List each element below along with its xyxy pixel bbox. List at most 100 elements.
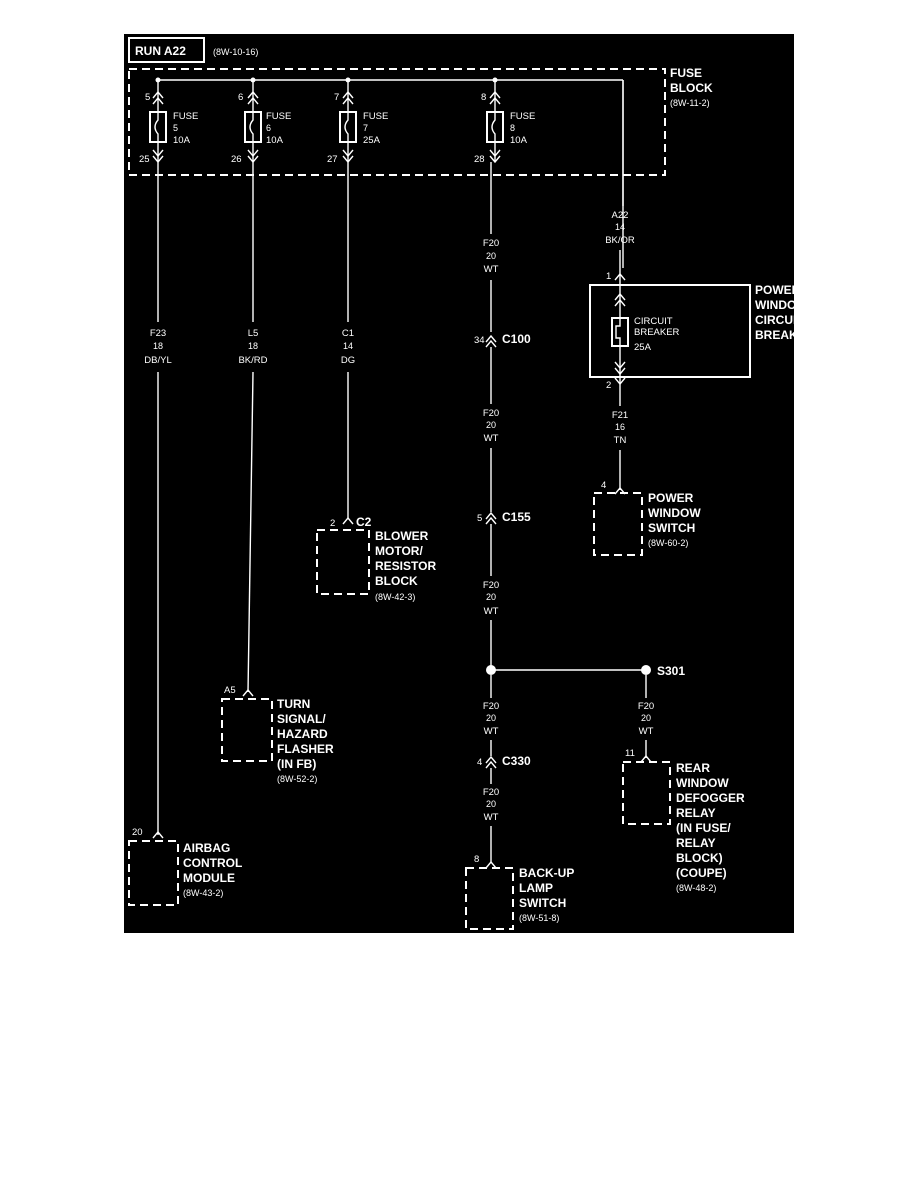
connector-c330-pin: 4 bbox=[477, 757, 482, 768]
wire-f20-a-gauge: 20 bbox=[486, 251, 496, 261]
diagram-background bbox=[124, 34, 794, 933]
breaker-pin-in: 1 bbox=[606, 271, 611, 282]
fuse-8-rating: 10A bbox=[510, 135, 528, 146]
wire-l5-gauge: 18 bbox=[248, 341, 258, 351]
connector-c155-name: C155 bbox=[502, 510, 531, 524]
breaker-title-1: POWER bbox=[755, 283, 801, 297]
blower-motor: 2 C2 BLOWER MOTOR/ RESISTOR BLOCK (8W-42… bbox=[316, 515, 436, 602]
run-ref: (8W-10-16) bbox=[213, 47, 258, 57]
power-window-switch-ref: (8W-60-2) bbox=[648, 538, 688, 548]
turn-signal-ref: (8W-52-2) bbox=[277, 774, 317, 784]
blower-line-1: BLOWER bbox=[375, 529, 429, 543]
breaker-title-4: BREAKER bbox=[755, 328, 815, 342]
wire-f20-e-circuit: F20 bbox=[483, 787, 499, 798]
defogger-line-2: WINDOW bbox=[676, 776, 729, 790]
airbag-line-2: CONTROL bbox=[183, 856, 242, 870]
breaker-pin-out: 2 bbox=[606, 380, 611, 391]
connector-c100-name: C100 bbox=[502, 332, 531, 346]
defogger-line-3: DEFOGGER bbox=[676, 791, 745, 805]
connector-c2-name: C2 bbox=[356, 515, 372, 529]
fuse-7-number: 7 bbox=[363, 123, 368, 133]
fuse-7: 7 27 FUSE 7 25A bbox=[327, 80, 388, 165]
defogger-line-7: BLOCK) bbox=[676, 851, 723, 865]
wire-f20-defogger: F20 20 WT bbox=[638, 675, 654, 763]
turn-signal-flasher: A5 TURN SIGNAL/ HAZARD FLASHER (IN FB) (… bbox=[221, 685, 334, 784]
fuse-8-name: FUSE bbox=[510, 111, 535, 122]
fuse-7-out-pin: 27 bbox=[327, 154, 338, 165]
wire-f23-color: DB/YL bbox=[144, 355, 171, 366]
turn-signal-line-3: HAZARD bbox=[277, 727, 328, 741]
run-label-group: RUN A22 (8W-10-16) bbox=[128, 37, 258, 63]
wire-a22-color: BK/OR bbox=[605, 235, 635, 246]
blower-line-2: MOTOR/ bbox=[375, 544, 423, 558]
wire-f20-f-circuit: F20 bbox=[638, 701, 654, 712]
fuse-5-out-pin: 25 bbox=[139, 154, 150, 165]
fuse-7-in-pin: 7 bbox=[334, 92, 339, 103]
splice-s301-name: S301 bbox=[657, 664, 685, 678]
wire-f21-color: TN bbox=[614, 435, 627, 446]
fuse-7-rating: 25A bbox=[363, 135, 381, 146]
fuse-6-in-pin: 6 bbox=[238, 92, 243, 103]
power-window-switch-pin: 4 bbox=[601, 480, 606, 491]
wire-f20-a-color: WT bbox=[484, 264, 499, 275]
wire-f20-trunk: F20 20 WT 34 C100 F20 20 WT 5 C155 F20 2… bbox=[474, 162, 531, 670]
airbag-line-3: MODULE bbox=[183, 871, 235, 885]
power-window-switch-line-2: WINDOW bbox=[648, 506, 701, 520]
fuse-6-number: 6 bbox=[266, 123, 271, 133]
wire-f20-d-circuit: F20 bbox=[483, 701, 499, 712]
fuse-5-number: 5 bbox=[173, 123, 178, 133]
wire-f20-c-gauge: 20 bbox=[486, 592, 496, 602]
power-window-circuit-breaker: 1 2 CIRCUIT BREAKER 25A POWER WINDOW CIR… bbox=[589, 271, 815, 391]
rear-window-defogger-relay: 11 REAR WINDOW DEFOGGER RELAY (IN FUSE/ … bbox=[622, 748, 745, 893]
wire-a22-circuit: A22 bbox=[612, 210, 629, 221]
power-window-switch-line-3: SWITCH bbox=[648, 521, 695, 535]
fuse-8-number: 8 bbox=[510, 123, 515, 133]
wire-l5-color: BK/RD bbox=[238, 355, 267, 366]
fuse-8-out-pin: 28 bbox=[474, 154, 485, 165]
wire-f23-gauge: 18 bbox=[153, 341, 163, 351]
wire-c1-color: DG bbox=[341, 355, 355, 366]
wire-a22: A22 14 BK/OR bbox=[605, 80, 635, 285]
fuse-6-rating: 10A bbox=[266, 135, 284, 146]
backup-lamp-ref: (8W-51-8) bbox=[519, 913, 559, 923]
fuse-5-in-pin: 5 bbox=[145, 92, 150, 103]
airbag-line-1: AIRBAG bbox=[183, 841, 230, 855]
defogger-pin: 11 bbox=[625, 748, 635, 759]
turn-signal-line-1: TURN bbox=[277, 697, 310, 711]
backup-lamp-line-1: BACK-UP bbox=[519, 866, 574, 880]
airbag-pin: 20 bbox=[132, 827, 143, 838]
airbag-control-module: 20 AIRBAG CONTROL MODULE (8W-43-2) bbox=[128, 827, 242, 906]
blower-line-3: RESISTOR bbox=[375, 559, 436, 573]
wire-l5-circuit: L5 bbox=[248, 328, 259, 339]
wire-f20-f-gauge: 20 bbox=[641, 713, 651, 723]
wire-f21-gauge: 16 bbox=[615, 422, 625, 432]
wire-c1-gauge: 14 bbox=[343, 341, 353, 351]
fuse-6-out-pin: 26 bbox=[231, 154, 242, 165]
wire-f21-circuit: F21 bbox=[612, 410, 628, 421]
wire-f23: F23 18 DB/YL bbox=[144, 162, 172, 835]
wire-f20-b-gauge: 20 bbox=[486, 420, 496, 430]
breaker-inner-1: CIRCUIT bbox=[634, 316, 673, 327]
defogger-line-4: RELAY bbox=[676, 806, 716, 820]
wire-f20-d-color: WT bbox=[484, 726, 499, 737]
fuse-block-ref: (8W-11-2) bbox=[670, 98, 710, 108]
defogger-line-6: RELAY bbox=[676, 836, 716, 850]
wire-f20-backup: F20 20 WT 4 C330 F20 20 WT bbox=[477, 675, 531, 869]
wire-f20-a-circuit: F20 bbox=[483, 238, 499, 249]
fuse-8-in-pin: 8 bbox=[481, 92, 486, 103]
blower-ref: (8W-42-3) bbox=[375, 592, 415, 602]
wire-f20-c-circuit: F20 bbox=[483, 580, 499, 591]
fuse-7-name: FUSE bbox=[363, 111, 388, 122]
fuse-block-title-1: FUSE bbox=[670, 66, 702, 80]
connector-c2-pin: 2 bbox=[330, 518, 335, 529]
fuse-6-name: FUSE bbox=[266, 111, 291, 122]
defogger-line-1: REAR bbox=[676, 761, 710, 775]
backup-lamp-switch: 8 BACK-UP LAMP SWITCH (8W-51-8) bbox=[465, 854, 574, 930]
backup-lamp-line-2: LAMP bbox=[519, 881, 553, 895]
breaker-title-2: WINDOW bbox=[755, 298, 808, 312]
connector-c100-pin: 34 bbox=[474, 335, 485, 346]
turn-signal-line-2: SIGNAL/ bbox=[277, 712, 326, 726]
fuse-6: 6 26 FUSE 6 10A bbox=[231, 80, 291, 165]
wire-a22-gauge: 14 bbox=[615, 222, 625, 232]
